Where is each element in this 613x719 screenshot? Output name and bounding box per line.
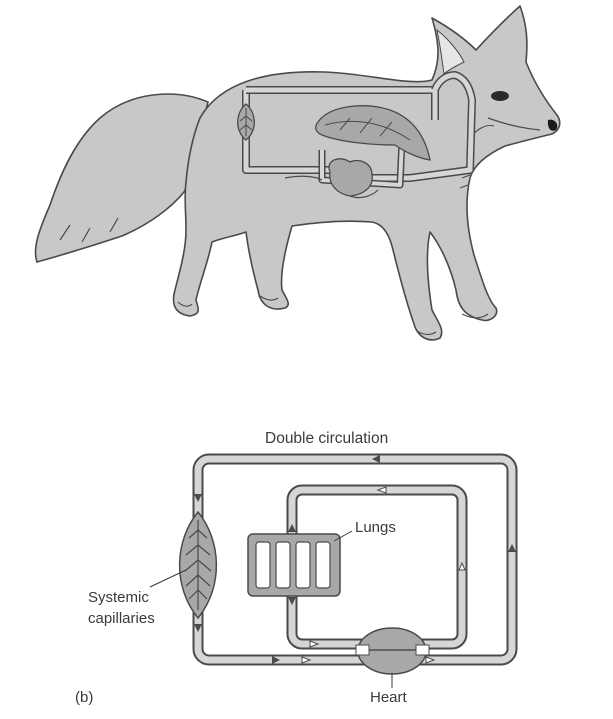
fox-inner-ear [436, 28, 465, 76]
arrow-up-icon [458, 561, 466, 571]
arrow-right-icon [272, 656, 280, 664]
fox-illustration [34, 5, 561, 341]
panel-label: (b) [75, 689, 94, 706]
arrow-right-icon [425, 656, 436, 664]
arrow-down-icon [194, 624, 202, 632]
arrow-down-icon [194, 494, 202, 502]
flow-arrows-hollow [301, 486, 466, 664]
arrow-left-icon [372, 455, 380, 463]
heart-organ [355, 627, 430, 675]
lungs-organ [247, 533, 341, 597]
arrow-down-icon [288, 597, 296, 605]
fox-tail [34, 93, 209, 263]
systemic-capillaries-organ [178, 510, 218, 620]
fox-circulatory-system [237, 71, 476, 199]
heart-label: Heart [370, 689, 407, 706]
lungs-label: Lungs [355, 519, 396, 536]
fox-nose [547, 119, 558, 131]
diagram-title: Double circulation [265, 430, 389, 447]
arrow-up-icon [508, 544, 516, 552]
arrow-right-icon [309, 640, 320, 648]
lungs-leader-line [333, 530, 353, 542]
double-circulation-diagram [149, 453, 518, 688]
arrow-left-icon [376, 486, 387, 494]
capillaries-leader-line [149, 569, 187, 588]
arrow-up-icon [288, 524, 296, 532]
flow-arrows [194, 455, 516, 664]
fox-lungs [315, 105, 431, 161]
arrow-right-icon [301, 656, 312, 664]
systemic-capillaries-label: Systemic capillaries [88, 589, 155, 627]
fox-heart [328, 158, 373, 197]
fox-eye [491, 91, 509, 101]
